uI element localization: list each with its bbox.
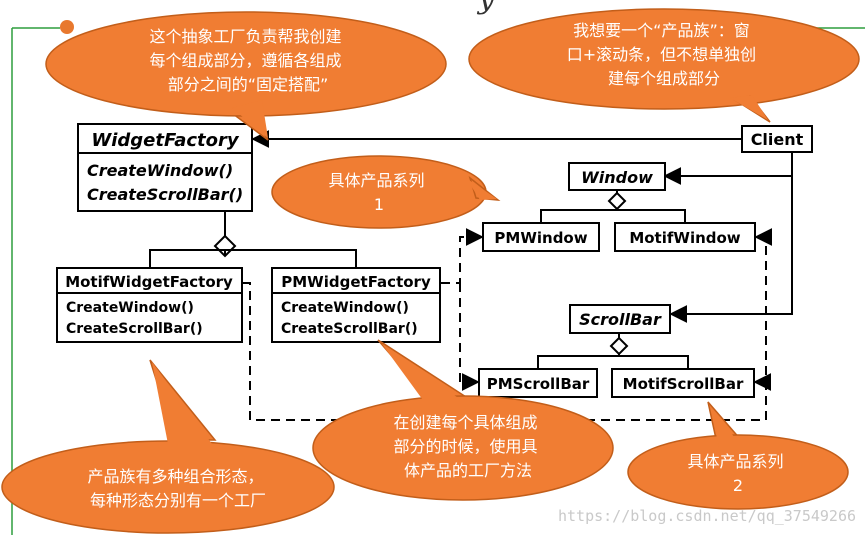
widget-factory-name: WidgetFactory [91, 130, 240, 151]
pm-window-class: PMWindow [482, 222, 600, 252]
callout-factory-note: 这个抽象工厂负责帮我创建 每个组成部分，遵循各组成 部分之间的“固定搭配” [45, 11, 447, 141]
pm-scrollbar-class: PMScrollBar [478, 368, 598, 398]
watermark: https://blog.csdn.net/qq_37549266 [558, 507, 856, 525]
pm-scrollbar-name: PMScrollBar [487, 375, 590, 393]
inherit-line [540, 209, 686, 223]
client-class: Client [741, 125, 813, 153]
callout-series-2: 具体产品系列 2 [627, 401, 849, 510]
widget-factory-method-create-window: CreateWindow() [87, 161, 233, 180]
callout-series-1-text: 具体产品系列 1 [328, 171, 429, 214]
connectors [149, 130, 793, 421]
motiffactory-to-motifwindow-arrow [243, 228, 773, 421]
callout-factory-note-text: 这个抽象工厂负责帮我创建 每个组成部分，遵循各组成 部分之间的“固定搭配” [149, 27, 346, 94]
window-inherit-diamond [607, 191, 627, 211]
callout-factory-method-note: 在创建每个具体组成 部分的时候，使用具 体产品的工厂方法 [312, 339, 614, 501]
callout-factory-method-note-text: 在创建每个具体组成 部分的时候，使用具 体产品的工厂方法 [393, 413, 542, 480]
pmfactory-to-pmwindow-arrow [441, 228, 484, 284]
widget-factory-method-create-scrollbar: CreateScrollBar() [87, 185, 243, 204]
client-to-scrollbar-arrow [669, 152, 793, 323]
class-boxes: WidgetFactory CreateWindow() CreateScrol… [56, 123, 813, 398]
callouts: 这个抽象工厂负责帮我创建 每个组成部分，遵循各组成 部分之间的“固定搭配” 我想… [1, 8, 860, 534]
inherit-line [149, 249, 357, 268]
motif-widget-factory-method-create-window: CreateWindow() [66, 300, 194, 316]
window-class: Window [568, 162, 666, 191]
pm-widget-factory-class: PMWidgetFactory CreateWindow() CreateScr… [271, 267, 441, 343]
inherit-line [537, 355, 689, 369]
pm-window-name: PMWindow [494, 229, 587, 247]
motif-widget-factory-method-create-scrollbar: CreateScrollBar() [66, 321, 203, 337]
callout-series-2-text: 具体产品系列 2 [687, 452, 788, 495]
callout-client-note-text: 我想要一个“产品族”：窗 口+滚动条，但不想单独创 建每个组成部分 [567, 21, 762, 88]
motif-widget-factory-name: MotifWidgetFactory [65, 273, 233, 291]
pm-widget-factory-method-create-scrollbar: CreateScrollBar() [281, 321, 418, 337]
scrollbar-name: ScrollBar [579, 310, 662, 329]
scrollbar-inherit-diamond [609, 336, 629, 356]
window-name: Window [581, 168, 653, 187]
motif-scrollbar-class: MotifScrollBar [611, 368, 755, 398]
callout-family-note: 产品族有多种组合形态， 每种形态分别有一个工厂 [1, 359, 335, 534]
client-name: Client [751, 130, 804, 149]
frame-dot-icon [60, 20, 74, 34]
callout-family-note-text: 产品族有多种组合形态， 每种形态分别有一个工厂 [87, 467, 268, 510]
scrollbar-class: ScrollBar [569, 304, 671, 334]
widget-factory-class: WidgetFactory CreateWindow() CreateScrol… [77, 123, 253, 212]
pmfactory-to-pmscrollbar-arrow [459, 283, 480, 391]
pm-widget-factory-method-create-window: CreateWindow() [281, 300, 409, 316]
motif-window-class: MotifWindow [614, 222, 756, 252]
motif-window-name: MotifWindow [629, 229, 740, 247]
motif-widget-factory-class: MotifWidgetFactory CreateWindow() Create… [56, 267, 243, 343]
callout-client-note: 我想要一个“产品族”：窗 口+滚动条，但不想单独创 建每个组成部分 [468, 8, 860, 123]
callout-series-1: 具体产品系列 1 [271, 155, 501, 229]
title-fragment: y [476, 0, 496, 16]
motif-scrollbar-name: MotifScrollBar [623, 375, 744, 393]
pm-widget-factory-name: PMWidgetFactory [281, 273, 431, 291]
